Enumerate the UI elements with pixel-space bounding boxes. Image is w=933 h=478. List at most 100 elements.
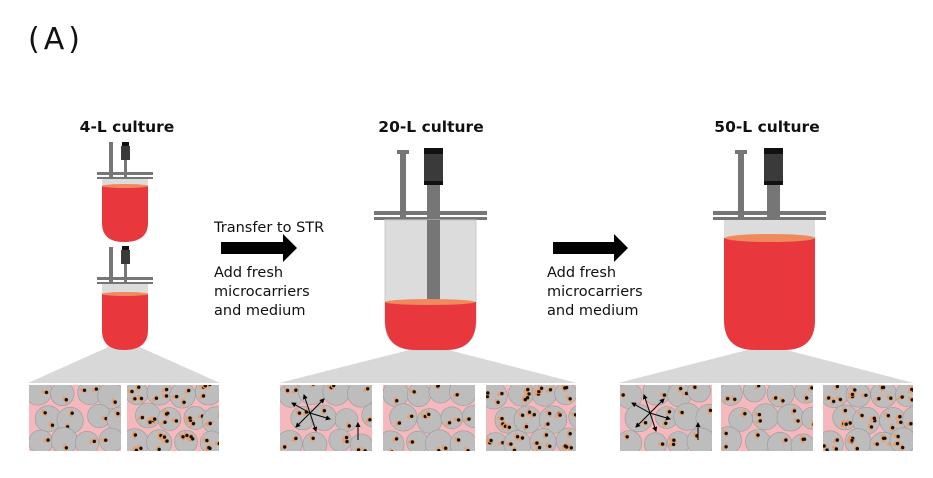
cell-nucleus	[157, 447, 161, 451]
cell-nucleus	[693, 385, 697, 389]
microcarrier-bead	[50, 385, 75, 406]
transition-1-line-1: Transfer to STR	[214, 220, 325, 236]
cell-nucleus	[758, 419, 762, 423]
cell-nucleus	[823, 444, 826, 448]
cell-nucleus	[726, 397, 730, 401]
cell-nucleus	[444, 446, 448, 450]
cell-nucleus	[64, 446, 69, 450]
cell-nucleus	[679, 386, 683, 391]
microcarrier-bead	[349, 433, 372, 451]
cell-nucleus	[568, 397, 572, 401]
cell-nucleus	[165, 439, 169, 443]
cell-nucleus	[203, 385, 207, 388]
cell-nucleus	[524, 425, 529, 429]
cell-nucleus	[548, 444, 552, 448]
cell-nucleus	[526, 387, 530, 392]
cell-body	[814, 417, 823, 424]
cell-nucleus	[489, 438, 493, 443]
cell-nucleus	[900, 395, 904, 399]
cell-nucleus	[875, 442, 879, 446]
cell-nucleus	[181, 435, 185, 439]
cell-nucleus	[43, 411, 47, 415]
cell-body	[915, 409, 923, 418]
cell-nucleus	[818, 419, 821, 422]
cell-nucleus	[848, 421, 852, 425]
cell-nucleus	[500, 416, 504, 421]
cell-nucleus	[664, 421, 668, 425]
cell-nucleus	[345, 439, 349, 444]
microcarrier-bead	[721, 426, 742, 451]
cell-nucleus	[834, 447, 839, 451]
transition-1-line-2: Add fresh	[214, 265, 284, 281]
tile-4l-dense	[127, 385, 223, 451]
cell-nucleus	[784, 438, 788, 442]
microcarrier-bead	[383, 430, 405, 451]
cell-nucleus	[844, 422, 848, 426]
cell-nucleus	[311, 385, 315, 386]
transition-2-line-3: and medium	[547, 303, 639, 319]
cell-nucleus	[855, 447, 859, 451]
tile-20l-migration	[280, 385, 372, 451]
migration-arrow	[302, 394, 311, 414]
transition-1-line-4: and medium	[214, 303, 306, 319]
cell-nucleus	[532, 413, 536, 417]
cell-body	[206, 385, 212, 389]
transition-1-label: Transfer to STR	[214, 219, 324, 238]
microcarrier-bead	[486, 385, 508, 410]
cell-nucleus	[832, 399, 836, 404]
cell-nucleus	[366, 387, 370, 391]
cell-nucleus	[864, 393, 868, 397]
cell-nucleus	[390, 450, 394, 451]
cell-nucleus	[486, 391, 490, 395]
cell-nucleus	[122, 412, 125, 415]
cell-nucleus	[447, 421, 452, 425]
cell-nucleus	[587, 415, 590, 418]
cell-nucleus	[525, 396, 530, 400]
microcarrier-bead	[361, 403, 372, 428]
cell-nucleus	[397, 421, 402, 425]
cell-body	[388, 447, 394, 451]
cell-body	[582, 416, 591, 424]
cell-nucleus	[684, 391, 689, 396]
cell-nucleus	[163, 420, 167, 424]
cell-nucleus	[586, 418, 589, 421]
cell-nucleus	[509, 442, 513, 446]
zoom-cones	[28, 340, 914, 383]
cell-nucleus	[189, 435, 193, 439]
cell-nucleus	[294, 436, 298, 441]
cell-nucleus	[70, 411, 74, 415]
cell-nucleus	[92, 439, 97, 444]
cell-nucleus	[825, 448, 829, 451]
cell-nucleus	[148, 420, 152, 424]
microcarrier-bead	[29, 429, 54, 451]
tile-20l-fresh	[383, 385, 484, 451]
microcarrier-bead	[334, 408, 359, 432]
microcarrier-bead	[776, 403, 805, 432]
transition-2-line-1: Add fresh	[547, 265, 617, 281]
cell-body	[475, 411, 484, 417]
cell-nucleus	[563, 386, 567, 390]
cell-nucleus	[548, 388, 553, 392]
cell-nucleus	[872, 416, 876, 420]
cell-nucleus	[843, 408, 848, 413]
cell-body	[310, 385, 315, 389]
cell-nucleus	[662, 393, 667, 397]
microcarrier-bead	[568, 405, 576, 429]
cell-nucleus	[582, 422, 585, 425]
microcarrier-bead	[462, 405, 475, 428]
bioreactor-4l-lower	[97, 246, 153, 350]
cell-nucleus	[332, 385, 336, 388]
cell-nucleus	[527, 392, 531, 396]
cell-nucleus	[910, 387, 913, 392]
cell-nucleus	[539, 386, 544, 390]
microcarrier-bead	[449, 385, 475, 406]
migration-arrow	[631, 402, 651, 414]
cell-nucleus	[220, 412, 223, 415]
microcarrier-bead	[406, 385, 431, 407]
cell-body	[912, 408, 913, 417]
cell-nucleus	[164, 394, 169, 398]
microcarrier-bead	[202, 406, 219, 435]
migration-arrow	[642, 394, 651, 414]
cell-nucleus	[898, 415, 902, 419]
